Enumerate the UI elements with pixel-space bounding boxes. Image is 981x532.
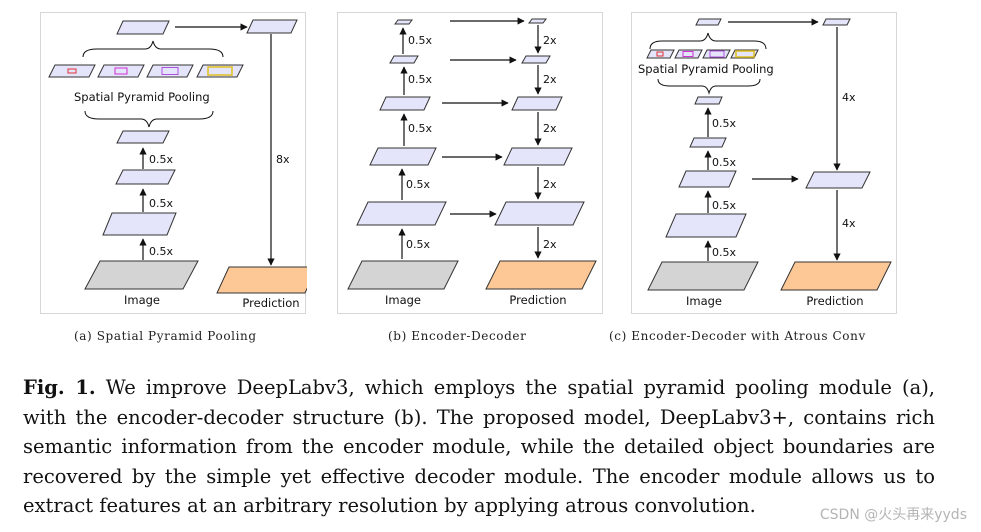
feature-map-3 [678,170,737,188]
decoder-feature-3 [503,147,573,166]
feature-map-2 [102,212,177,236]
decoder-scale-1: 2x [543,34,557,47]
image-label: Image [385,293,421,307]
pool-window-magenta [114,67,128,75]
feature-map-top [695,18,722,26]
pooled-feature-3 [146,64,194,78]
encoder-scale-5: 0.5x [408,34,432,47]
decoder-scale-3: 2x [543,122,557,135]
decoder-scale-2: 2x [543,73,557,86]
pool-window-yellow [207,66,233,76]
pool-window-yellow [735,50,755,58]
scale-label-3: 0.5x [712,156,736,169]
diagram-spp: Spatial Pyramid Pooling 0.5x 0.5x 0.5x I… [48,19,318,310]
scale-label-2: 0.5x [149,197,173,210]
decoder-scale-5: 2x [543,238,557,251]
scale-label-2: 0.5x [712,199,736,212]
scale-label-1: 0.5x [712,246,736,259]
prediction-map [485,260,597,290]
decoder-feature-6 [528,18,547,24]
watermark: CSDN @火头再来yyds [819,507,967,523]
caption-text: We improve DeepLabv3, which employs the … [23,376,935,518]
pool-window-purple [161,67,179,75]
scale-label-1: 0.5x [149,245,173,258]
diagram-encoder-decoder: Image 0.5x 0.5x 0.5x 0.5x 0.5x Predictio… [347,17,597,307]
panel-encoder-decoder-atrous: Spatial Pyramid Pooling 0.5x 0.5x 0.5x 0… [631,12,897,314]
subcaption-c: (c) Encoder-Decoder with Atrous Conv [609,329,866,343]
panel-encoder-decoder: Image 0.5x 0.5x 0.5x 0.5x 0.5x Predictio… [337,12,603,314]
feature-map-3 [115,169,176,185]
subcaption-a: (a) Spatial Pyramid Pooling [74,329,257,343]
encoder-feature-2 [356,201,447,226]
decoder-feature-top [822,18,851,26]
decoder-feature-mid [805,171,871,189]
image-label: Image [124,293,160,307]
encoder-feature-4 [379,96,431,111]
brace-top [649,32,767,50]
figure-caption: Fig. 1. We improve DeepLabv3, which empl… [23,373,935,521]
decoder-feature-2 [494,201,585,226]
pooled-feature-1 [646,49,675,59]
prediction-feature-top [246,19,298,34]
feature-map-top [116,20,170,35]
decoder-feature-4 [511,96,563,111]
panel-spatial-pyramid-pooling: Spatial Pyramid Pooling 0.5x 0.5x 0.5x I… [40,12,318,314]
decoder-feature-5 [521,55,551,64]
input-image [84,260,199,290]
feature-map-4 [116,130,170,144]
pooled-feature-4 [730,49,759,59]
diagram-encoder-decoder-atrous: Spatial Pyramid Pooling 0.5x 0.5x 0.5x 0… [638,18,892,308]
pooled-feature-1 [48,64,96,78]
feature-map-5 [694,96,723,105]
input-image [647,261,759,291]
encoder-scale-4: 0.5x [408,73,432,86]
pooled-feature-2 [674,49,703,59]
subcaption-b: (b) Encoder-Decoder [388,329,527,343]
figure-label: Fig. 1. [23,376,96,399]
spp-label: Spatial Pyramid Pooling [74,90,210,104]
prediction-label: Prediction [806,294,863,308]
spp-label: Spatial Pyramid Pooling [638,62,774,76]
prediction-label: Prediction [242,296,299,310]
encoder-scale-1: 0.5x [406,238,430,251]
scale-label-4: 0.5x [712,117,736,130]
upsample-label-1: 4x [842,91,856,104]
decoder-scale-4: 2x [543,178,557,191]
pool-window-red [656,51,664,57]
prediction-label: Prediction [509,293,566,307]
prediction-map [216,266,318,294]
brace-top [82,40,224,58]
encoder-scale-3: 0.5x [408,122,432,135]
pool-window-purple [709,50,725,58]
upsample-label: 8x [276,153,290,166]
feature-map-2 [665,213,747,238]
image-label: Image [686,294,722,308]
brace-bottom [84,110,214,128]
encoder-feature-6 [394,19,413,25]
brace-bottom [657,78,761,95]
encoder-scale-2: 0.5x [406,178,430,191]
pool-window-red [67,68,77,74]
scale-label-3: 0.5x [149,153,173,166]
encoder-feature-3 [369,147,437,166]
upsample-label-2: 4x [842,217,856,230]
feature-map-4 [689,137,727,148]
pool-window-magenta [682,51,694,57]
input-image [347,260,459,290]
prediction-map [780,261,892,291]
encoder-feature-5 [389,55,419,64]
pooled-feature-2 [97,64,145,78]
